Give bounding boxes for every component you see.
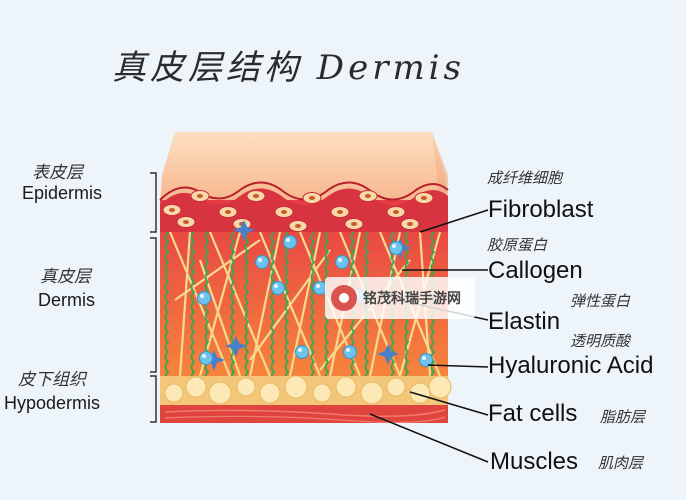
elastin-fiber — [244, 231, 250, 376]
hyaluronic-label-zh: 透明质酸 — [570, 332, 631, 350]
hypodermis-label-en: Hypodermis — [4, 393, 101, 413]
fat-cells-pointer — [409, 391, 489, 416]
fibroblast-nucleus — [281, 210, 287, 214]
collagen-fiber — [208, 231, 272, 376]
fat-cells-label-zh: 脂肪层 — [600, 408, 646, 426]
muscles-label-en: Muscles — [490, 448, 579, 475]
star-cell — [203, 350, 225, 371]
elastin-fiber — [230, 231, 236, 376]
hyaluronic-pointer — [427, 364, 489, 368]
fibroblast-nucleus — [295, 224, 301, 228]
fibroblast-nucleus — [309, 196, 315, 200]
fat-cell — [164, 383, 184, 403]
collagen-label-en: Callogen — [488, 257, 583, 284]
hypodermis-layer — [160, 375, 452, 408]
fibroblast-nucleus — [407, 222, 413, 226]
hyaluronic-drop — [197, 291, 211, 305]
muscles-pointer — [369, 413, 489, 463]
watermark-text: 铭茂科瑞手游网 — [363, 291, 461, 307]
hypodermis-label-zh: 皮下组织 — [18, 370, 86, 390]
fibroblast-nucleus — [225, 210, 231, 214]
diagram-title: 真皮层结构 Dermis — [112, 48, 466, 88]
hyaluronic-drop — [335, 255, 349, 269]
fat-cell — [284, 375, 308, 399]
elastin-fiber — [190, 231, 196, 376]
hyaluronic-highlight — [346, 348, 350, 352]
fat-cell — [185, 376, 207, 398]
fat-cell — [236, 377, 256, 397]
elastin-label-zh: 弹性蛋白 — [570, 292, 631, 310]
fat-cell — [360, 381, 384, 405]
fat-cell — [428, 375, 452, 399]
hyaluronic-highlight — [274, 284, 278, 288]
hyaluronic-highlight — [338, 258, 342, 262]
hyaluronic-drop — [271, 281, 285, 295]
elastin-fiber — [310, 231, 316, 376]
hyaluronic-highlight — [200, 294, 204, 298]
fat-cell — [335, 376, 357, 398]
epidermis-label-en: Epidermis — [22, 183, 103, 203]
fibroblast-nucleus — [253, 194, 259, 198]
hyaluronic-label-en: Hyaluronic Acid — [488, 352, 654, 379]
fibroblast-nucleus — [351, 222, 357, 226]
collagen-label-zh: 胶原蛋白 — [487, 236, 548, 254]
fibroblast-nucleus — [183, 220, 189, 224]
hyaluronic-highlight — [298, 348, 302, 352]
dermis-label-zh: 真皮层 — [40, 267, 91, 287]
hyaluronic-drop — [343, 345, 357, 359]
fibroblast-nucleus — [393, 210, 399, 214]
elastin-fiber — [284, 231, 290, 376]
fat-cell — [386, 377, 406, 397]
hyaluronic-highlight — [392, 244, 396, 248]
layer-brackets — [150, 172, 157, 423]
elastin-fiber — [270, 231, 276, 376]
hyaluronic-highlight — [202, 354, 206, 358]
hyaluronic-drop — [283, 235, 297, 249]
star-cell — [225, 336, 247, 357]
fat-cells-label-en: Fat cells — [488, 400, 578, 427]
star-cell — [377, 344, 399, 365]
fat-cell — [208, 381, 232, 405]
hyaluronic-highlight — [286, 238, 290, 242]
watermark: 铭茂科瑞手游网 — [325, 277, 475, 319]
star-cell — [233, 220, 255, 241]
hyaluronic-acid-drops — [197, 235, 433, 367]
fat-cell — [259, 382, 281, 404]
muscles-label-zh: 肌肉层 — [598, 454, 644, 472]
hyaluronic-highlight — [422, 356, 426, 360]
fibroblast-pointer — [419, 209, 489, 233]
fibroblast-nucleus — [197, 194, 203, 198]
hyaluronic-drop — [295, 345, 309, 359]
fat-cells — [164, 375, 452, 405]
collagen-fiber — [178, 231, 192, 376]
epidermis-label-zh: 表皮层 — [32, 163, 83, 183]
fibroblast-nucleus — [421, 196, 427, 200]
fat-cell — [312, 383, 332, 403]
fibroblast-nucleus — [169, 208, 175, 212]
fibroblast-cells — [162, 190, 434, 232]
fat-cell — [409, 382, 431, 404]
collagen-fiber — [249, 249, 331, 361]
hyaluronic-highlight — [258, 258, 262, 262]
watermark-logo-icon — [331, 285, 357, 311]
fibroblast-nucleus — [337, 210, 343, 214]
fibroblast-label-zh: 成纤维细胞 — [487, 169, 563, 187]
hyaluronic-drop — [199, 351, 213, 365]
fibroblast-nucleus — [365, 194, 371, 198]
elastin-fiber — [164, 231, 170, 376]
collagen-fiber — [168, 231, 232, 376]
hyaluronic-drop — [389, 241, 403, 255]
fibroblast-label-en: Fibroblast — [488, 196, 594, 223]
elastin-label-en: Elastin — [488, 308, 561, 335]
muscle-layer — [160, 405, 448, 423]
hyaluronic-highlight — [316, 284, 320, 288]
dermis-label-en: Dermis — [38, 290, 95, 310]
hyaluronic-drop — [255, 255, 269, 269]
